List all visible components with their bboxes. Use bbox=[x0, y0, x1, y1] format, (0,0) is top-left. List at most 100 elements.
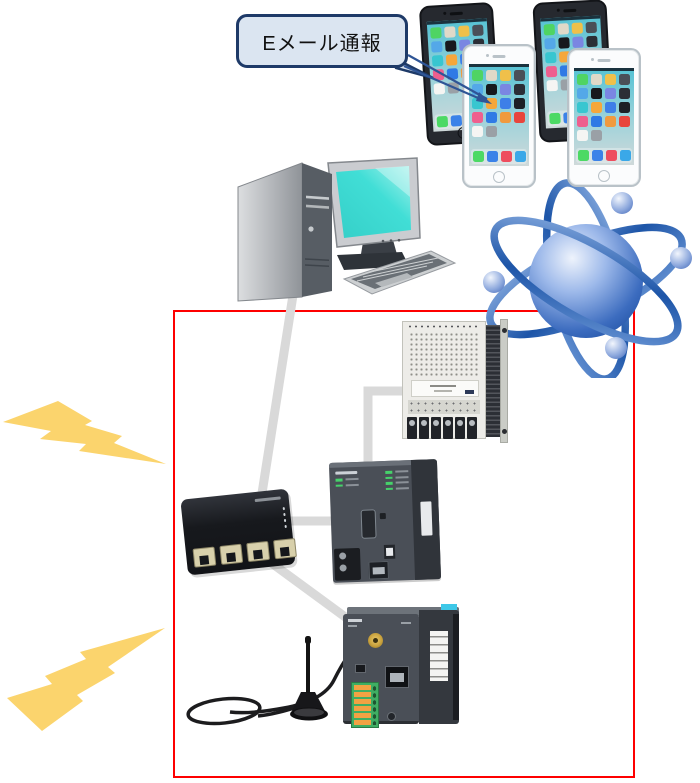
smartphone-screen bbox=[574, 68, 634, 165]
spacebar bbox=[375, 273, 413, 287]
electron bbox=[483, 271, 505, 293]
screw-head bbox=[339, 552, 347, 560]
home-button bbox=[493, 171, 505, 183]
ethernet-port bbox=[192, 546, 217, 568]
modem-front-face bbox=[343, 614, 419, 728]
app-icon bbox=[544, 37, 556, 50]
dock-app-icon bbox=[577, 150, 589, 161]
terminal-slot bbox=[354, 713, 371, 718]
app-icon bbox=[486, 126, 497, 137]
modem-nameplate-line bbox=[348, 625, 357, 627]
app-icon bbox=[472, 126, 483, 137]
modem-label-sticker bbox=[428, 628, 450, 684]
sd-card-slot bbox=[360, 509, 377, 539]
port-led bbox=[282, 512, 286, 516]
monitor-screen bbox=[336, 166, 411, 238]
mounting-rail bbox=[453, 614, 459, 720]
modem-nameplate bbox=[348, 619, 362, 622]
ethernet-port-row bbox=[192, 538, 297, 568]
port-contacts bbox=[390, 673, 404, 682]
status-led-label bbox=[345, 483, 359, 487]
app-icon bbox=[486, 112, 497, 123]
app-icon bbox=[546, 79, 559, 92]
antenna-tip bbox=[304, 636, 311, 644]
screw-head bbox=[502, 429, 507, 434]
sma-pin bbox=[373, 638, 378, 643]
lightning-bolt-icon bbox=[7, 628, 165, 731]
usb-port bbox=[383, 544, 396, 560]
app-icon bbox=[486, 84, 497, 95]
status-bar bbox=[469, 64, 529, 67]
dock bbox=[471, 149, 527, 164]
terminal-slot bbox=[354, 706, 371, 711]
ethernet-port bbox=[368, 560, 390, 580]
app-icon bbox=[577, 130, 588, 141]
electron-orbit bbox=[490, 216, 682, 346]
desktop-pc bbox=[237, 157, 457, 302]
pc-monitor bbox=[327, 157, 421, 270]
cpu-power-leds bbox=[335, 478, 359, 490]
terminal-screw-block bbox=[455, 417, 465, 439]
port-contacts bbox=[199, 555, 210, 566]
dock-app-icon bbox=[591, 150, 603, 161]
antenna-rod bbox=[306, 641, 310, 693]
terminal-block bbox=[333, 547, 362, 581]
terminal-slot bbox=[354, 699, 371, 704]
ethernet-switch bbox=[180, 488, 297, 576]
port-contacts bbox=[253, 549, 263, 560]
dock-app-icon bbox=[486, 151, 498, 162]
electron bbox=[605, 337, 627, 359]
pc-keyboard bbox=[342, 250, 457, 295]
app-icon bbox=[586, 35, 598, 48]
cpu-nameplate bbox=[335, 470, 358, 475]
port-contacts bbox=[279, 546, 290, 557]
status-led-label bbox=[395, 481, 409, 484]
app-icon bbox=[605, 102, 616, 113]
electron bbox=[670, 247, 692, 269]
app-icon bbox=[591, 130, 602, 141]
terminal-screw-block bbox=[407, 417, 417, 439]
ethernet-port bbox=[385, 666, 409, 688]
status-led-label bbox=[395, 470, 409, 473]
port-contacts bbox=[226, 552, 237, 563]
dock-app-icon bbox=[619, 150, 631, 161]
terminal-slots bbox=[354, 685, 371, 725]
cpu-side-face bbox=[410, 459, 442, 580]
cpu-side-label bbox=[420, 501, 433, 536]
terminal-block-row bbox=[407, 417, 477, 439]
terminal-slot bbox=[354, 692, 371, 697]
app-icon bbox=[585, 21, 598, 34]
ethernet-port bbox=[246, 540, 271, 563]
port-led bbox=[284, 524, 287, 528]
app-icon bbox=[430, 27, 442, 39]
app-icon bbox=[591, 102, 602, 113]
app-icon bbox=[557, 23, 570, 35]
app-icon bbox=[605, 116, 616, 127]
app-icon bbox=[514, 84, 525, 95]
app-icon bbox=[544, 51, 557, 64]
front-camera bbox=[591, 58, 594, 61]
terminal-screw-block bbox=[431, 417, 441, 439]
status-led-row bbox=[335, 478, 359, 482]
terminal-screw-block bbox=[443, 417, 453, 439]
app-icon bbox=[591, 88, 602, 99]
app-icon bbox=[577, 74, 588, 85]
ventilation-grid bbox=[409, 332, 479, 376]
status-led-row bbox=[385, 486, 409, 490]
callout-bubble: Eメール通報 bbox=[236, 14, 408, 68]
status-bar bbox=[574, 68, 634, 71]
app-icon bbox=[591, 74, 602, 85]
plc-io-module bbox=[402, 317, 508, 445]
screw-head bbox=[502, 328, 507, 333]
callout-label: Eメール通報 bbox=[262, 32, 382, 55]
port-contacts bbox=[372, 567, 385, 575]
status-led-row bbox=[335, 483, 359, 487]
app-icon bbox=[619, 102, 630, 113]
port-led bbox=[283, 518, 287, 522]
status-led-row bbox=[385, 470, 409, 474]
app-icon bbox=[514, 98, 525, 109]
app-icon bbox=[514, 112, 525, 123]
status-led bbox=[385, 481, 393, 485]
terminal-screw-block bbox=[419, 417, 429, 439]
port-led bbox=[282, 506, 285, 510]
